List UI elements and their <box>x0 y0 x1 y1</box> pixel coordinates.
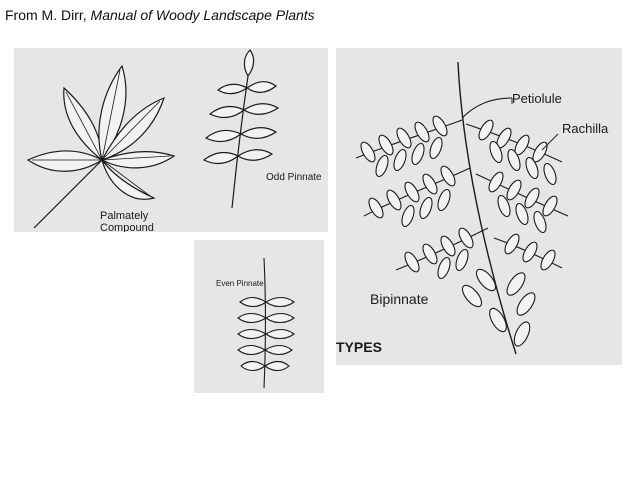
even-pinnate-leaflet <box>237 312 268 324</box>
odd-pinnate-leaflet <box>204 129 243 143</box>
credit-prefix: From M. Dirr, <box>5 7 91 23</box>
even-pinnate-leaflet <box>265 312 295 324</box>
even-pinnate-leaflet <box>264 360 290 372</box>
palmate-leaflet <box>98 64 127 162</box>
even-pinnate-leaflet <box>263 344 293 356</box>
odd-pinnate-leaflet <box>245 81 277 93</box>
odd-pinnate-terminal-leaflet <box>243 49 255 78</box>
odd-pinnate-rachis <box>231 75 249 209</box>
types-label: TYPES <box>336 339 382 355</box>
palmate-leaflet <box>100 151 176 169</box>
palmate-odd-pinnate-panel: Palmately Compound Odd Pinnate <box>14 48 328 232</box>
rachilla-leader <box>541 133 559 151</box>
even-pinnate-leaflet <box>240 360 266 372</box>
even-pinnate-panel: Even Pinnate <box>194 240 324 393</box>
even-pinnate-leaflet <box>237 328 268 340</box>
bipinnate-label: Bipinnate <box>370 291 429 307</box>
odd-pinnate-label: Odd Pinnate <box>266 172 322 183</box>
bipinnate-main-rachis <box>457 61 517 355</box>
even-pinnate-label: Even Pinnate <box>216 279 264 288</box>
odd-pinnate-leaflet <box>236 149 274 161</box>
bipinnate-panel: Petiolule Rachilla Bipinnate TYPES <box>336 48 622 365</box>
petiolule-label: Petiolule <box>512 91 562 106</box>
even-pinnate-leaflet <box>265 296 295 308</box>
palmately-label-line2: Compound <box>100 222 154 232</box>
odd-pinnate-leaflet <box>216 83 249 95</box>
bipinnate-leaflets <box>360 115 558 347</box>
credit-book-title: Manual of Woody Landscape Plants <box>90 7 315 23</box>
even-pinnate-leaflet <box>237 344 267 356</box>
palmate-leaflet <box>101 159 156 200</box>
even-pinnate-leaflet <box>265 328 295 340</box>
palmate-odd-pinnate-drawing <box>26 49 280 229</box>
even-pinnate-rachis <box>263 257 267 389</box>
odd-pinnate-leaflet <box>202 151 240 165</box>
palmate-petiole <box>33 159 103 229</box>
rachilla-label: Rachilla <box>562 121 609 136</box>
palmately-compound-label: Palmately Compound <box>100 210 154 232</box>
palmate-leaflet <box>26 150 104 172</box>
odd-pinnate-leaflet <box>208 105 246 119</box>
palmately-label-line1: Palmately <box>100 210 149 222</box>
bipinnate-drawing <box>355 61 569 355</box>
even-pinnate-leaflet <box>239 296 267 308</box>
even-pinnate-drawing <box>237 257 295 389</box>
source-credit: From M. Dirr, Manual of Woody Landscape … <box>5 7 315 23</box>
odd-pinnate-leaflet <box>242 103 280 115</box>
odd-pinnate-leaflet <box>239 127 278 139</box>
